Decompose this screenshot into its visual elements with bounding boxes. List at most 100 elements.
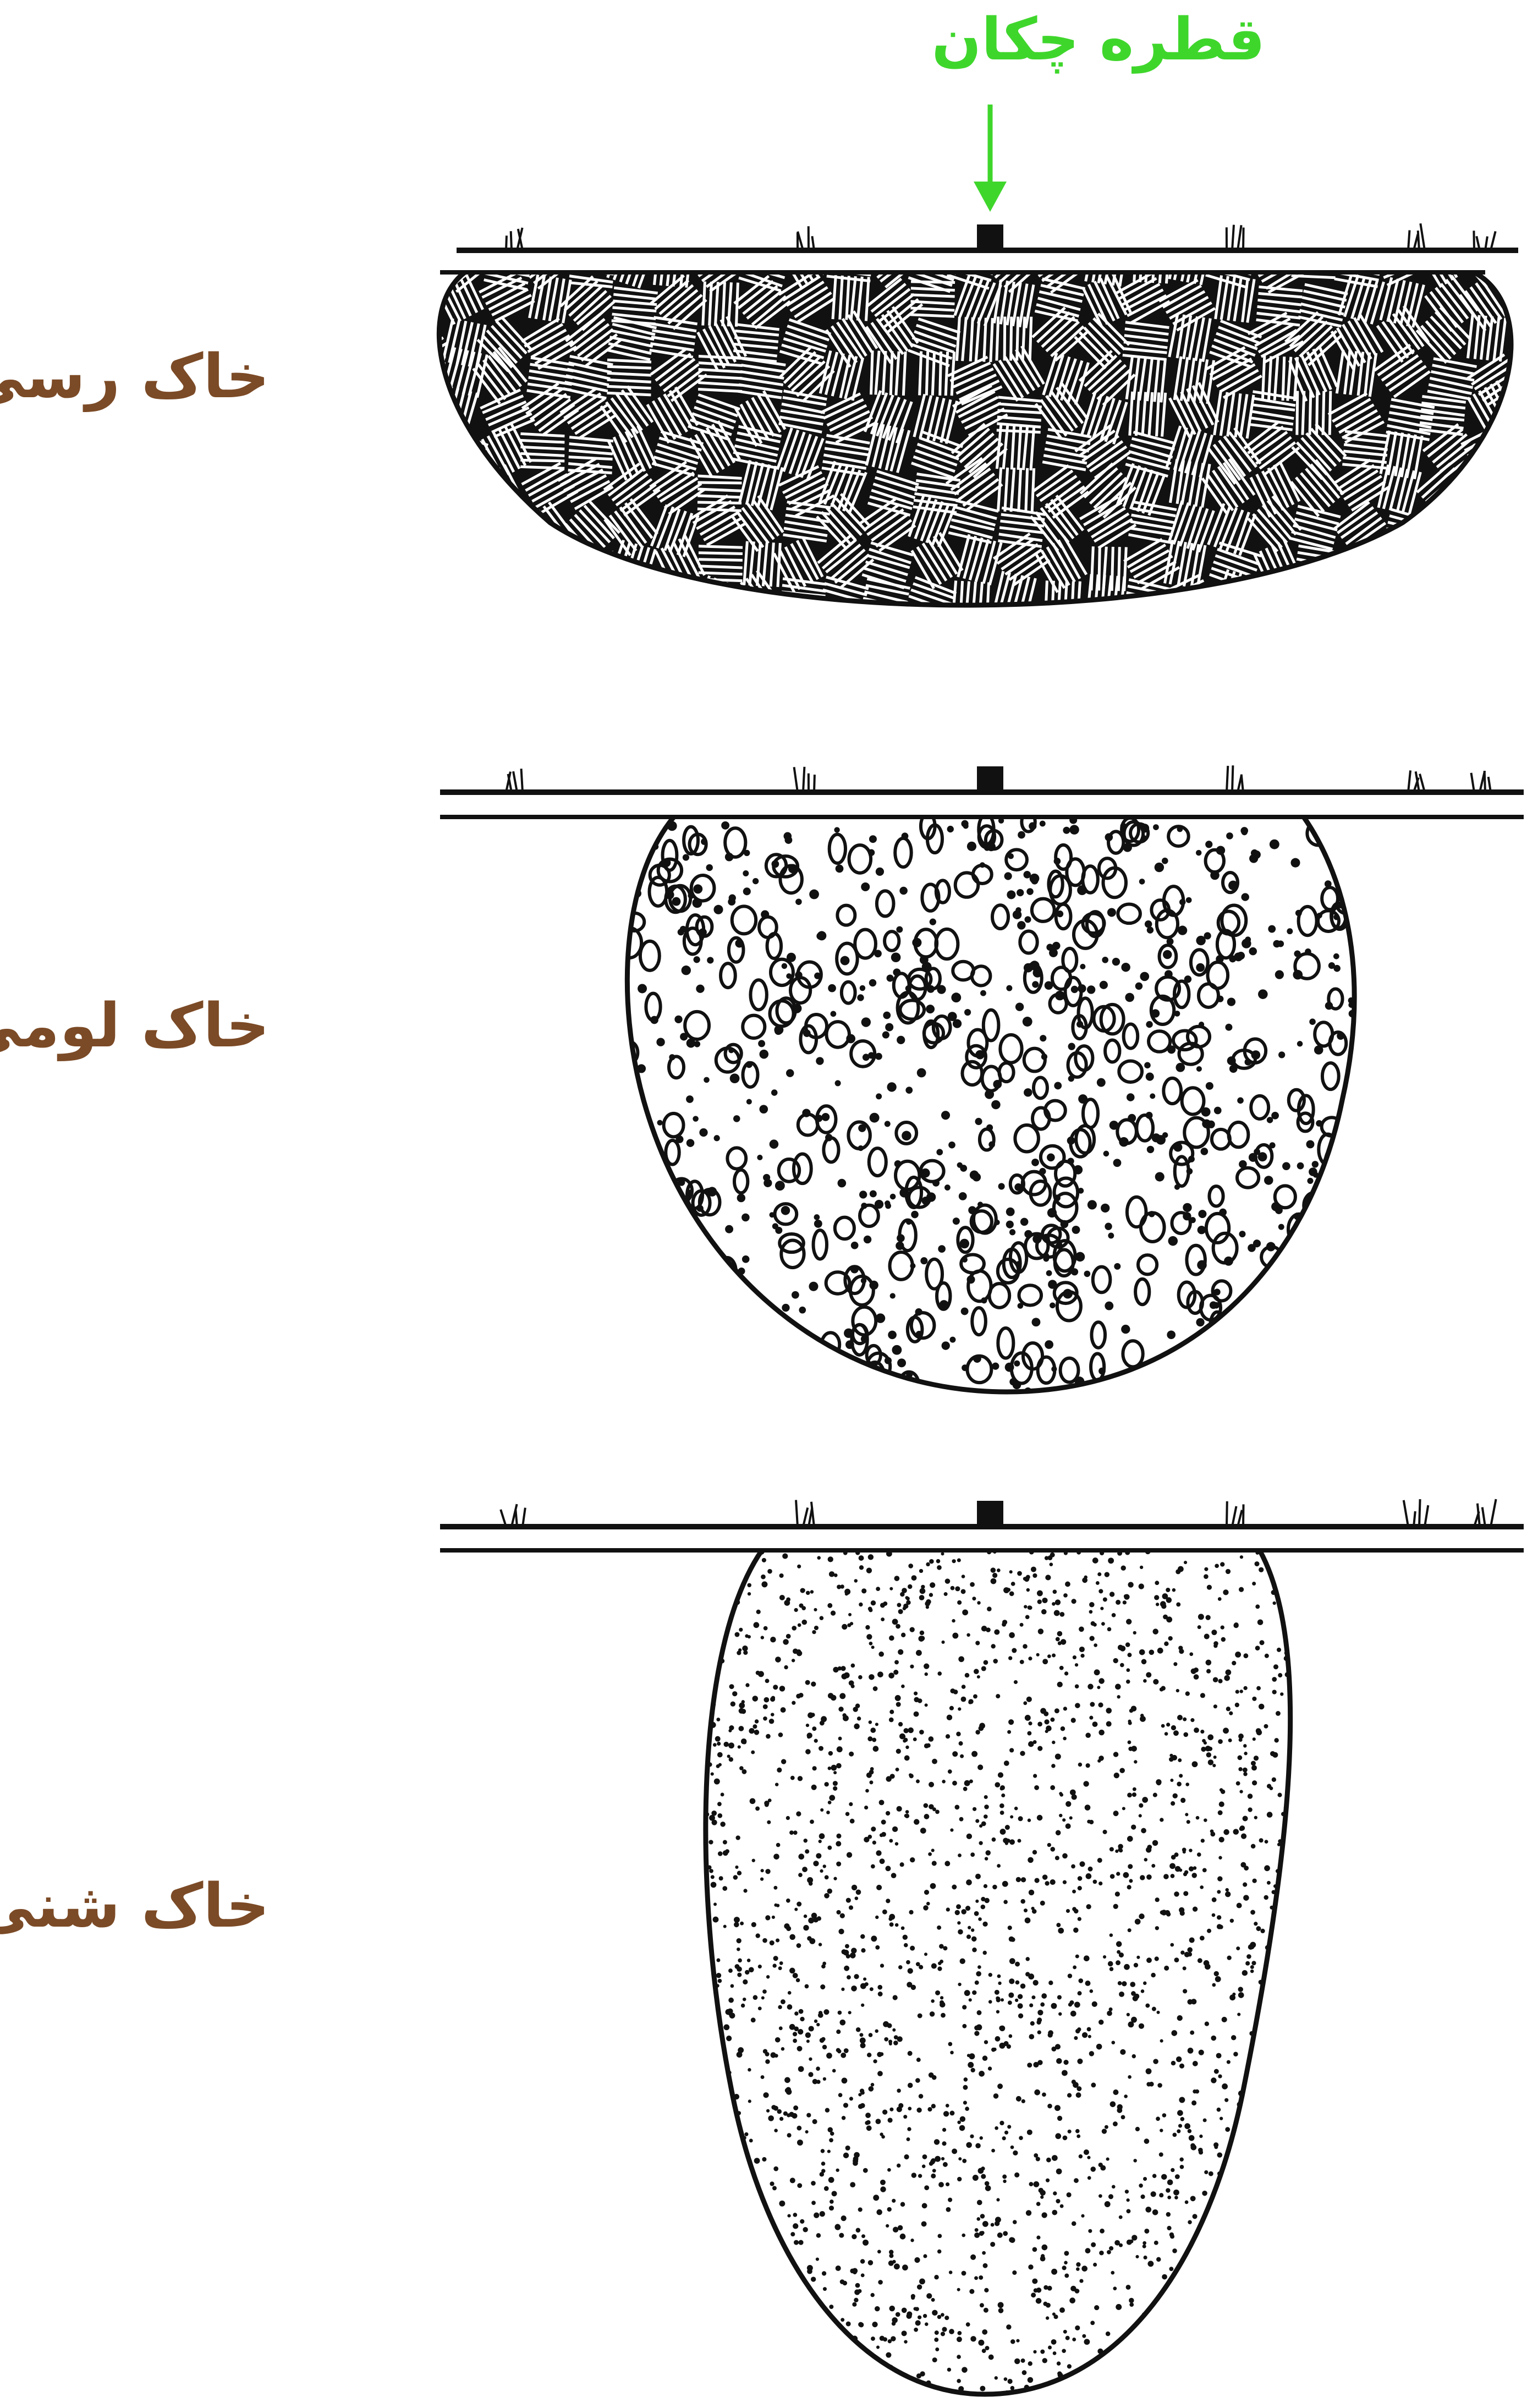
clay-platelet [1381,538,1435,594]
sand-grain [1116,1600,1120,1605]
sand-grain [1173,2350,1178,2356]
sand-grain [777,2109,782,2114]
loam-grain [776,1361,784,1368]
sand-grain [1177,1782,1182,1787]
sand-grain [1239,1587,1244,1592]
sand-grain [805,1680,810,1685]
sand-grain [1243,2173,1248,2179]
sand-grain [1166,2212,1171,2217]
sand-grain [844,2048,849,2053]
sand-grain [1168,2370,1173,2376]
loam-pore [698,1358,715,1383]
sand-grain [965,1673,970,1678]
sand-grain [698,1902,704,1908]
loam-grain [1005,1363,1014,1372]
sand-grain [1152,1628,1158,1634]
sand-grain [1010,2339,1015,2344]
sand-grain [1020,1751,1025,1756]
sand-grain [1109,1967,1114,1971]
sand-grain [754,1622,760,1628]
loam-grain [864,1236,871,1243]
sand-grain [1191,2100,1196,2105]
sand-grain [1117,1950,1120,1954]
sand-grain [1054,2105,1061,2111]
sand-grain [1169,1757,1174,1762]
sand-grain [841,1666,845,1671]
sand-grain [941,2157,944,2160]
sand-grain [1213,1677,1218,1682]
sand-grain [1171,1874,1175,1878]
sand-grain [1144,2138,1150,2144]
loam-pore [727,1148,746,1169]
sand-grain [1073,1655,1076,1659]
sand-grain [806,2302,810,2307]
sand-grain [742,2330,746,2334]
clay-platelet [1429,507,1475,543]
sand-grain [977,1601,980,1604]
sand-grain [996,2198,999,2201]
sand-grain [823,2009,829,2015]
sand-grain [819,1746,823,1751]
sand-grain [957,2355,961,2359]
sand-grain [957,2177,962,2181]
sand-grain [773,1685,778,1690]
sand-grain [1032,2278,1037,2284]
sand-grain [1193,1866,1197,1870]
loam-pore [614,1041,630,1061]
sand-grain [1218,1856,1222,1860]
sand-grain [915,2078,920,2083]
sand-grain [770,2390,776,2396]
sand-grain [876,1850,881,1856]
loam-grain [683,854,689,860]
sand-grain [710,1605,713,1608]
sand-grain [697,1662,702,1666]
sand-grain [1162,2113,1167,2118]
sand-grain [968,1926,971,1929]
sand-grain [1232,2194,1236,2198]
sand-grain [1072,1599,1076,1604]
loam-grain [850,1265,859,1274]
sand-grain [946,2207,951,2212]
sand-grain [1044,1719,1049,1724]
sand-grain [790,2276,794,2280]
sand-grain [924,1952,927,1956]
sand-grain [804,1839,808,1842]
clay-platelet [650,574,706,628]
sand-grain [1029,2003,1033,2007]
sand-grain [887,2168,891,2172]
sand-grain [1097,1759,1101,1763]
sand-grain [686,2360,691,2365]
loam-pore [1123,1341,1142,1367]
loam-pore [1020,931,1037,953]
sand-grain [861,2004,864,2007]
sand-grain [1193,1907,1198,1912]
sand-grain [865,1982,869,1986]
sand-grain [1310,2278,1316,2284]
sand-grain [869,1674,875,1680]
sand-grain [1185,1813,1188,1816]
sand-grain [1078,1991,1082,1995]
sand-grain [689,1995,694,2000]
sand-grain [794,2240,799,2245]
sand-grain [1206,1669,1211,1674]
sand-grain [1262,2149,1266,2153]
sand-grain [977,1965,981,1969]
sand-grain [948,2198,952,2202]
sand-grain [1066,1909,1070,1913]
loam-pore [1061,1358,1079,1383]
sand-grain [806,2113,811,2118]
loam-pore [936,929,958,959]
sand-grain [1116,2355,1121,2360]
sand-grain [1267,1881,1271,1885]
sand-grain [894,2035,898,2039]
sand-grain [1136,1956,1140,1959]
sand-grain [1312,2028,1317,2033]
sand-grain [1275,2267,1278,2271]
sand-grain [847,2383,850,2387]
sand-grain [794,1608,798,1612]
sand-grain [1292,2302,1295,2305]
sand-grain [979,2275,983,2280]
clay-platelet [1425,543,1465,591]
sand-grain [743,1889,747,1893]
sand-grain [829,1571,834,1577]
